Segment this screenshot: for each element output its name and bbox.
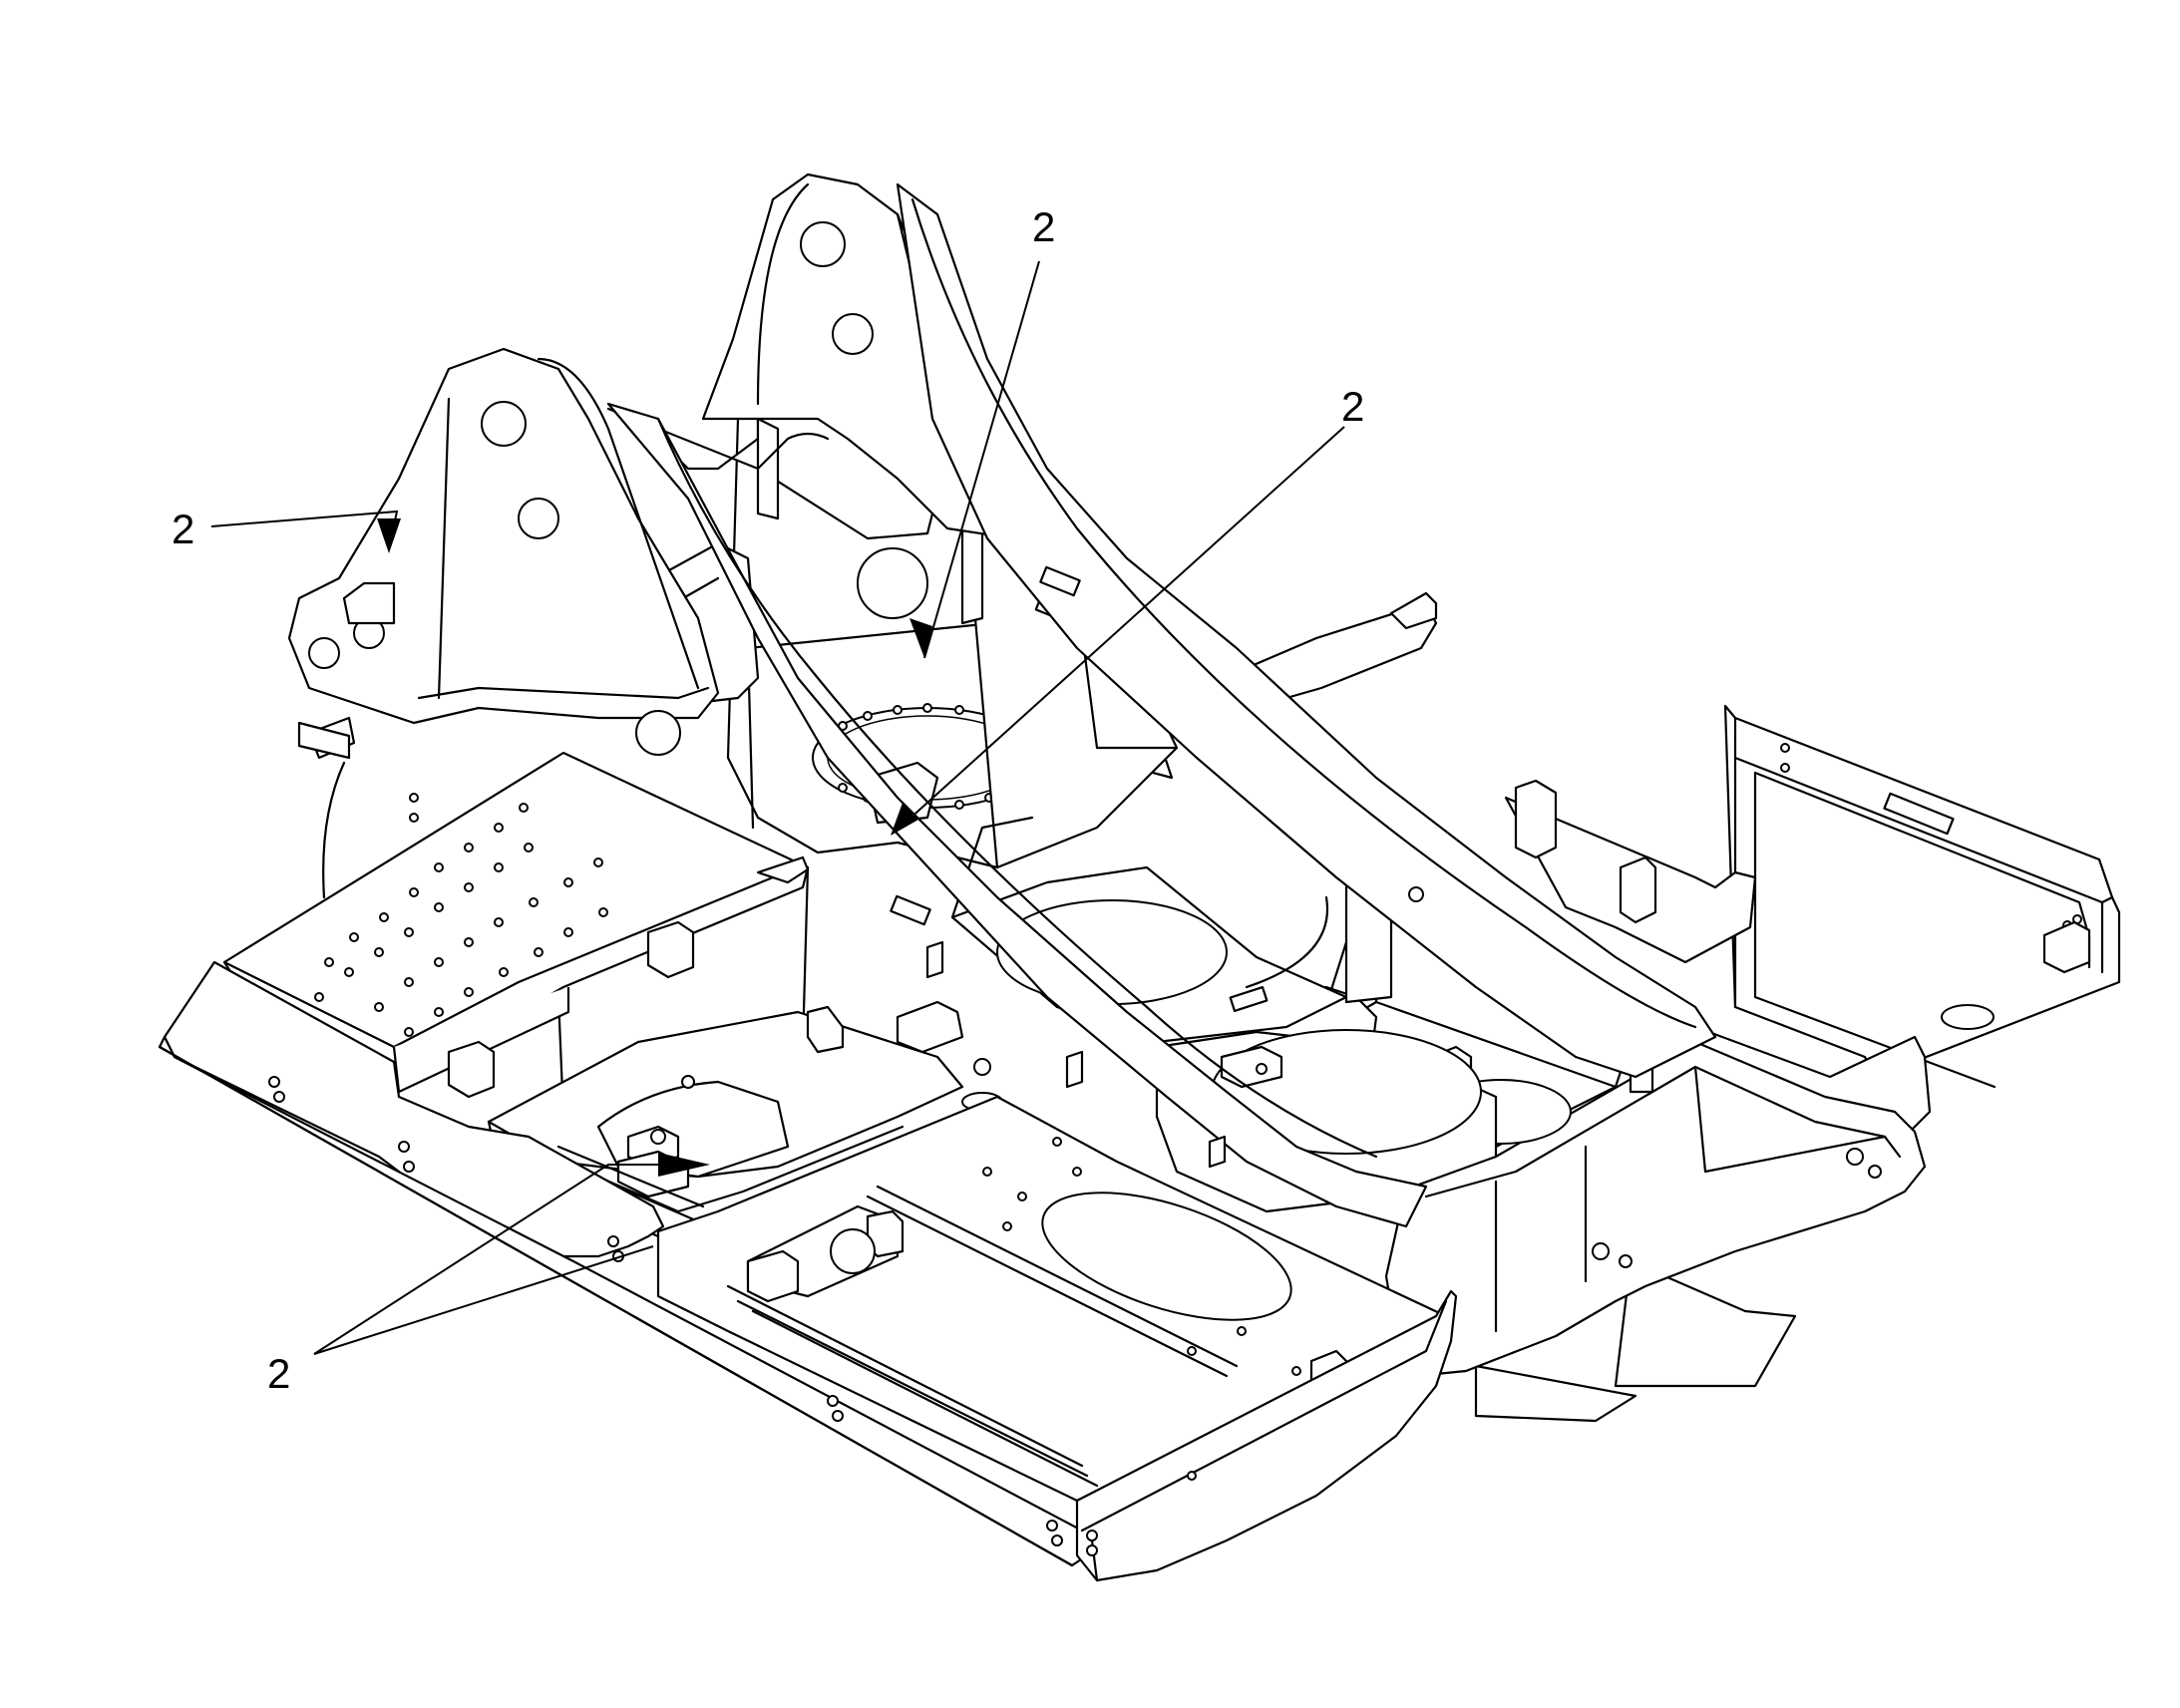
arrow-head — [377, 518, 401, 553]
callout-right-center: 2 — [891, 383, 1364, 836]
callout-label: 2 — [1032, 203, 1055, 250]
top-plate-holes — [314, 793, 608, 1037]
callout-bottom-left: 2 — [267, 1153, 710, 1397]
front-left-bumper — [158, 960, 1089, 1567]
arrow-head — [909, 618, 932, 658]
arrow-head — [891, 803, 918, 836]
callout-label: 2 — [267, 1350, 290, 1397]
callout-upper-left: 2 — [172, 506, 401, 553]
main-side-beam — [606, 182, 1717, 1228]
leader-line — [923, 260, 1040, 659]
center-third-bay — [1155, 1029, 1498, 1213]
front-left-bay — [487, 1000, 1003, 1238]
front-right-bumper — [1075, 1289, 1458, 1582]
callout-label: 2 — [1341, 383, 1364, 430]
rear-right-extension — [1723, 704, 2121, 1089]
rear-a-frame-upright — [606, 172, 1069, 545]
leader-line — [897, 426, 1345, 831]
left-a-frame-upright — [287, 347, 720, 760]
arrow-head — [658, 1153, 710, 1177]
leader-line-secondary — [313, 1245, 654, 1355]
callout-label: 2 — [172, 506, 194, 552]
callout-top-center: 2 — [909, 203, 1055, 659]
left-top-plate — [222, 716, 810, 1119]
leader-line — [313, 1164, 678, 1355]
right-cross-member — [1245, 591, 1932, 1423]
